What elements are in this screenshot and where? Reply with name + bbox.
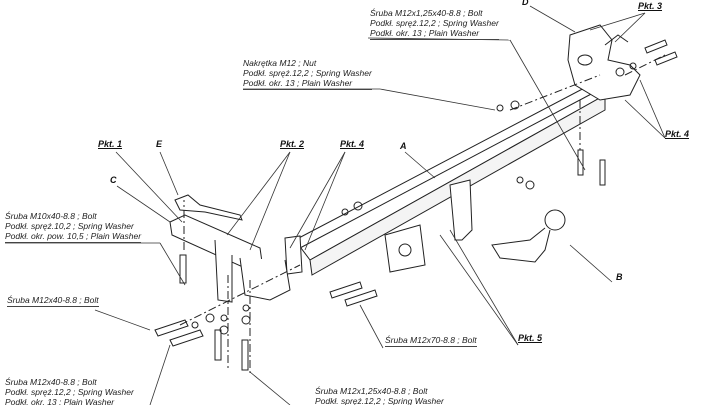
bottom-left-fastener-label: Śruba M12x40-8.8 ; Bolt Podkł. spręż.12,… (5, 377, 134, 405)
part-b-label: B (616, 272, 623, 282)
label-line: Nakrętka M12 ; Nut (243, 58, 317, 68)
bracket-d (567, 24, 641, 101)
assembly-axes (179, 54, 666, 375)
tow-ball-b (491, 209, 566, 263)
label-line: Podkł. okr. 13 ; Plain Washer (5, 397, 115, 405)
label-line: Podkł. okr. 13 ; Plain Washer (370, 28, 480, 38)
part-d-label: D (522, 0, 529, 7)
label-line: Podkł. okr. pow. 10,5 ; Plain Washer (5, 231, 142, 241)
left-fastener-label: Śruba M10x40-8.8 ; Bolt Podkł. spręż.10,… (5, 211, 142, 243)
point-2-label: Pkt. 2 (280, 139, 305, 149)
bottom-mid-fastener-label: Śruba M12x1,25x40-8.8 ; Bolt Podkł. sprę… (315, 386, 444, 405)
crossbar-a (284, 84, 606, 276)
label-line: Podkł. okr. 13 ; Plain Washer (243, 78, 353, 88)
top-right-fastener-label: Śruba M12x1,25x40-8.8 ; Bolt Podkł. sprę… (370, 8, 499, 40)
label-line: Śruba M12x1,25x40-8.8 ; Bolt (370, 8, 483, 18)
point-5-label: Pkt. 5 (518, 333, 543, 343)
bolt-m12x40-label: Śruba M12x40-8.8 ; Bolt (7, 295, 99, 307)
label-line: Śruba M12x1,25x40-8.8 ; Bolt (315, 386, 428, 396)
label-line: Śruba M12x40-8.8 ; Bolt (5, 377, 97, 387)
bolt-m12x70-label: Śruba M12x70-8.8 ; Bolt (385, 335, 477, 347)
part-c-label: C (110, 175, 117, 185)
label-line: Podkł. spręż.10,2 ; Spring Washer (5, 221, 134, 231)
point-3-label: Pkt. 3 (638, 1, 663, 11)
part-e-label: E (156, 139, 163, 149)
label-line: Podkł. spręż.12,2 ; Spring Washer (5, 387, 134, 397)
label-line: Podkł. spręż.12,2 ; Spring Washer (243, 68, 372, 78)
point-4-left-label: Pkt. 4 (340, 139, 365, 149)
bracket-c (169, 214, 291, 303)
part-a-label: A (400, 141, 407, 151)
label-line: Podkł. spręż.12,2 ; Spring Washer (370, 18, 499, 28)
hitch-mount (384, 179, 473, 273)
label-line: Śruba M10x40-8.8 ; Bolt (5, 211, 97, 221)
leader-lines (5, 5, 666, 405)
point-1-label: Pkt. 1 (98, 139, 123, 149)
label-line: Podkł. spręż.12,2 ; Spring Washer (315, 396, 444, 405)
nut-fastener-label: Nakrętka M12 ; Nut Podkł. spręż.12,2 ; S… (243, 58, 372, 90)
point-4-right-label: Pkt. 4 (665, 129, 690, 139)
